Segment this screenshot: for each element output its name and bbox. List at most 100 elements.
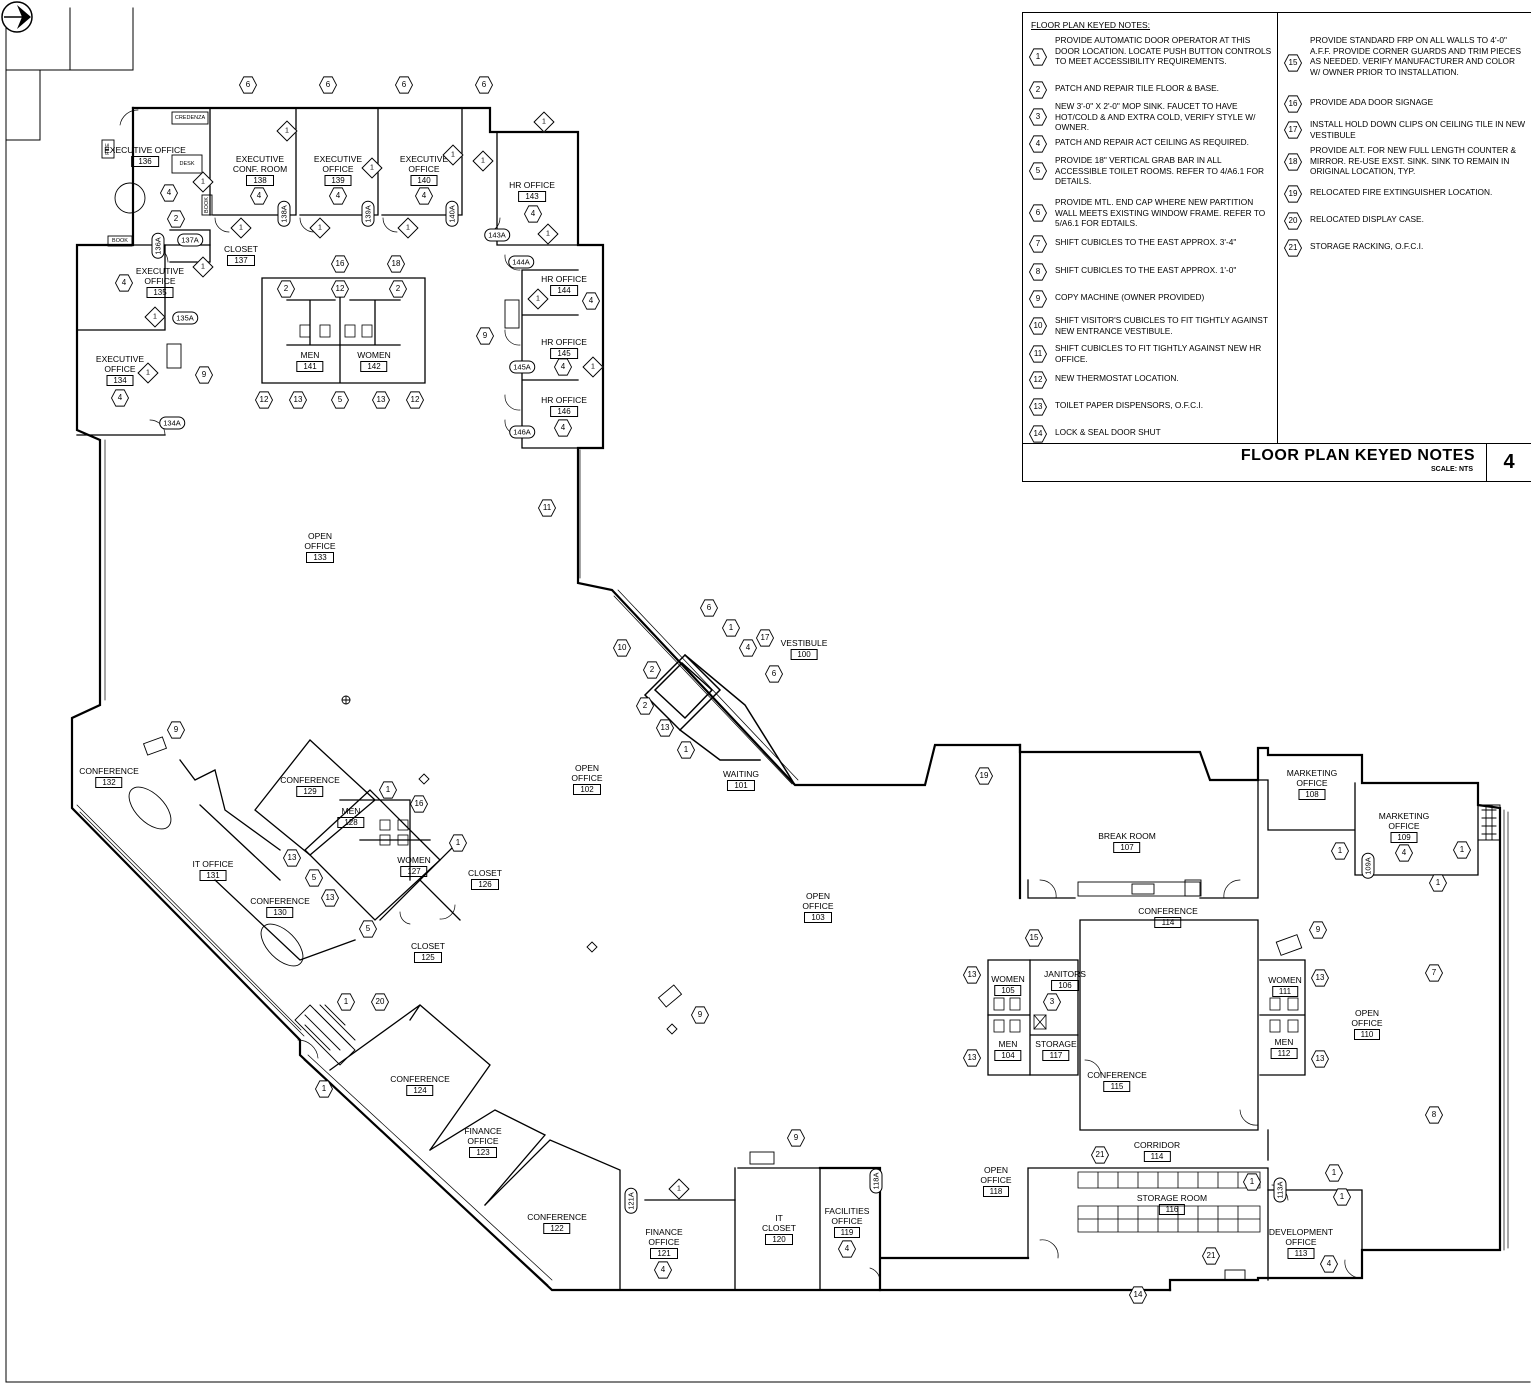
- keynote-tag: 4: [415, 187, 433, 205]
- keynote-tag: 20: [371, 993, 389, 1011]
- keynote-tag: 4: [739, 639, 757, 657]
- door-tag: 144A: [508, 255, 534, 269]
- room-number: 122: [543, 1223, 571, 1234]
- room-name: CLOSET: [410, 941, 446, 951]
- room-number: 144: [550, 285, 578, 296]
- keynote-tag: 18: [387, 255, 405, 273]
- room-number: 123: [469, 1147, 497, 1158]
- keyed-notes-left-column: FLOOR PLAN KEYED NOTES: 1 PROVIDE AUTOMAT…: [1023, 13, 1278, 443]
- note-text: SHIFT CUBICLES TO FIT TIGHTLY AGAINST NE…: [1055, 343, 1262, 364]
- room-name: BREAK ROOM: [1098, 831, 1156, 841]
- note-number-icon: 21: [1284, 239, 1302, 257]
- room-number: 131: [199, 870, 227, 881]
- keynote-tag: 6: [239, 76, 257, 94]
- keyed-notes-header: FLOOR PLAN KEYED NOTES:: [1031, 20, 1151, 30]
- room-name: MEN: [1274, 1037, 1294, 1047]
- keynote-tag: 2: [636, 697, 654, 715]
- partitions-east: [987, 751, 1479, 1281]
- note-number-icon: 12: [1029, 371, 1047, 389]
- room-number: 128: [337, 817, 365, 828]
- note-number-icon: 19: [1284, 185, 1302, 203]
- room-name: CONFERENCE: [527, 1212, 587, 1222]
- note-text: SHIFT VISITOR'S CUBICLES TO FIT TIGHTLY …: [1055, 315, 1268, 336]
- room-number: 137: [227, 255, 255, 266]
- room-number: 140: [410, 175, 438, 186]
- room-name: FINANCE OFFICE: [464, 1126, 502, 1146]
- note-text: PROVIDE AUTOMATIC DOOR OPERATOR AT THIS …: [1055, 35, 1272, 66]
- note-text: NEW 3'-0" X 2'-0" MOP SINK. FAUCET TO HA…: [1055, 101, 1256, 132]
- keynote-tag: 1: [1429, 874, 1447, 892]
- note-text: PATCH AND REPAIR TILE FLOOR & BASE.: [1055, 83, 1219, 93]
- room-name: CONFERENCE: [1087, 1070, 1147, 1080]
- north-arrow-icon: [1, 1, 33, 33]
- room-number: 110: [1353, 1029, 1381, 1040]
- keynote-tag: 1: [337, 993, 355, 1011]
- door-tag: 146A: [509, 425, 535, 439]
- partitions-center: [179, 739, 461, 961]
- room-name: CONFERENCE: [250, 896, 310, 906]
- keynote-tag: 13: [1311, 1050, 1329, 1068]
- door-tag: 113A: [1273, 1177, 1287, 1203]
- note-number-icon: 6: [1029, 204, 1047, 222]
- furniture-label: BOOK: [112, 238, 128, 244]
- keynote-tag: 13: [963, 966, 981, 984]
- room-name: IT OFFICE: [192, 859, 234, 869]
- note-number-icon: 18: [1284, 153, 1302, 171]
- sheet-number: 4: [1486, 444, 1531, 481]
- keynote-tag: 1: [1325, 1164, 1343, 1182]
- keynote-tag: 4: [329, 187, 347, 205]
- keynote-tag: 3: [1043, 993, 1061, 1011]
- door-tag: 140A: [445, 201, 459, 227]
- room-number: 116: [1158, 1204, 1186, 1215]
- keynote-tag: 9: [787, 1129, 805, 1147]
- room-number: 115: [1103, 1081, 1131, 1092]
- note-text: COPY MACHINE (OWNER PROVIDED): [1055, 292, 1205, 302]
- note-number-icon: 8: [1029, 263, 1047, 281]
- keynote-tag: 2: [277, 280, 295, 298]
- room-name: FINANCE OFFICE: [645, 1227, 683, 1247]
- room-name: CLOSET: [223, 244, 259, 254]
- room-name: VESTIBULE: [780, 638, 828, 648]
- keynote-tag: 1: [1331, 842, 1349, 860]
- room-number: 138: [246, 175, 274, 186]
- keynote-tag: 9: [476, 327, 494, 345]
- keynote-tag: 4: [160, 184, 178, 202]
- keynote-tag: 17: [756, 629, 774, 647]
- keynote-tag: 21: [1202, 1247, 1220, 1265]
- fixtures: [101, 111, 1501, 1281]
- keynote-tag: 2: [643, 661, 661, 679]
- room-number: 102: [573, 784, 601, 795]
- room-number: 105: [994, 985, 1022, 996]
- room-number: 114: [1143, 1151, 1171, 1162]
- room-name: IT CLOSET: [761, 1213, 796, 1233]
- keynote-tag: 4: [524, 205, 542, 223]
- door-tag: 134A: [159, 416, 185, 430]
- keynote-tag: 13: [963, 1049, 981, 1067]
- note-number-icon: 11: [1029, 345, 1047, 363]
- keynote-tag: 13: [283, 849, 301, 867]
- keynote-tag: 4: [250, 187, 268, 205]
- keynote-tag: 6: [395, 76, 413, 94]
- note-number-icon: 9: [1029, 290, 1047, 308]
- note-number-icon: 1: [1029, 48, 1047, 66]
- note-number-icon: 5: [1029, 162, 1047, 180]
- copy-machines: [142, 736, 1303, 1165]
- drawing-title: FLOOR PLAN KEYED NOTES: [1240, 447, 1475, 464]
- keynote-tag: 1: [315, 1080, 333, 1098]
